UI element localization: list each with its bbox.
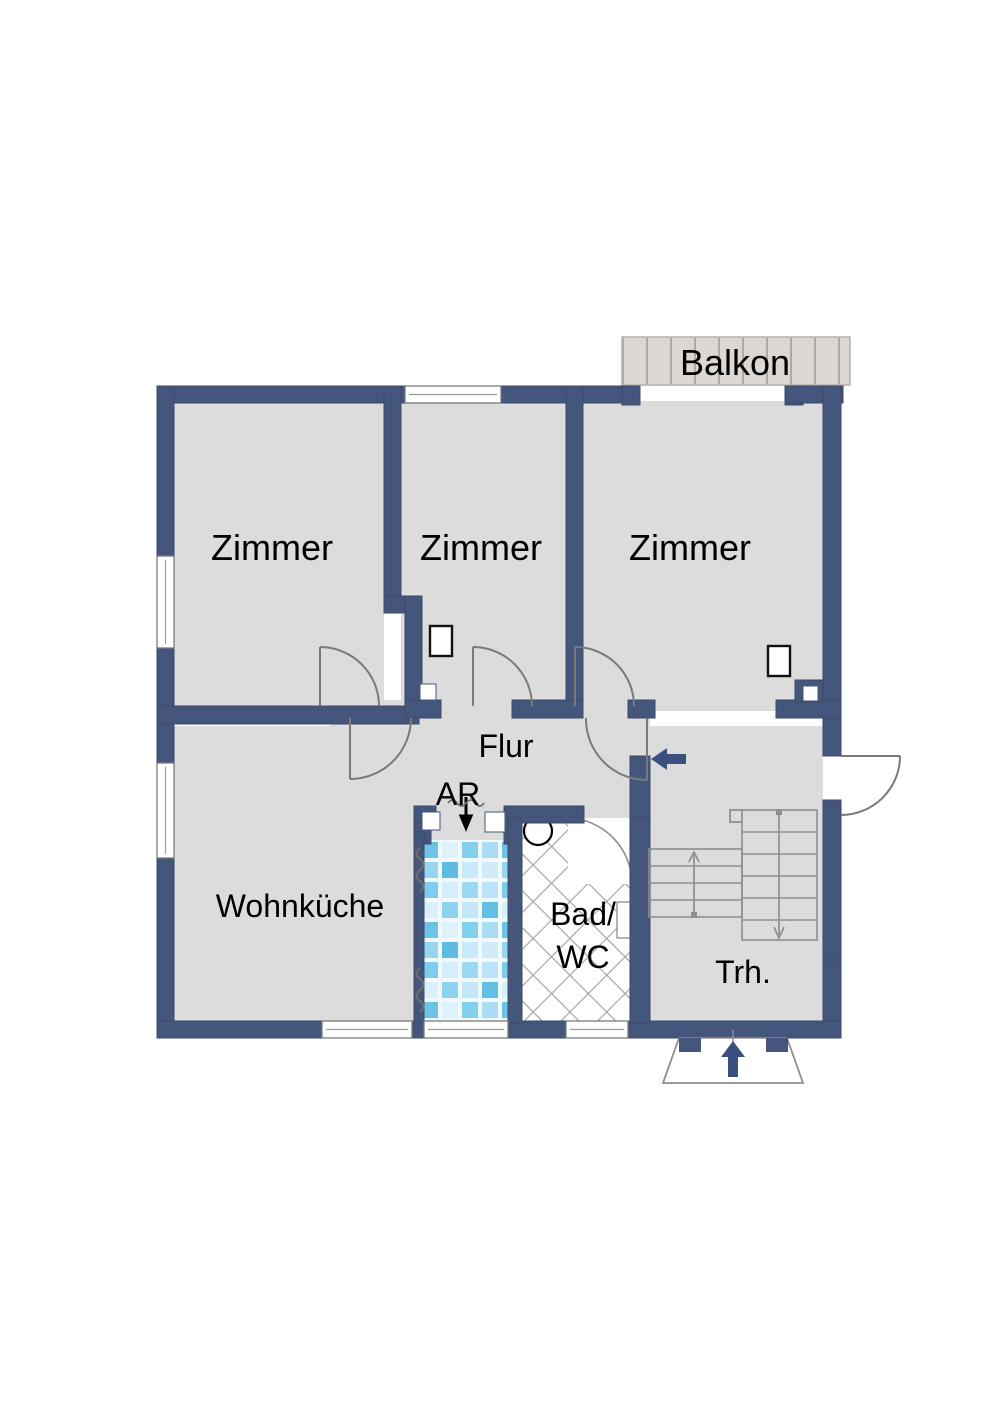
window-bottom-kitchen — [423, 1020, 509, 1039]
window-left-wohnkueche — [156, 762, 175, 859]
bathtub-area — [568, 818, 632, 884]
stairs-group — [648, 809, 818, 941]
room-label-zimmer-2: Zimmer — [420, 527, 542, 568]
wall-right-mid — [822, 799, 842, 961]
zimmer-2-fill — [401, 401, 566, 706]
jamb-fitting-zimmer3 — [802, 685, 819, 702]
ar-squiggle-icon — [447, 799, 485, 807]
balcony-group: Balkon — [621, 336, 851, 386]
room-label-bad-wc-line2: WC — [556, 939, 609, 975]
radiator-icon-zimmer3 — [766, 644, 792, 678]
balcony-slab — [621, 336, 851, 386]
wall-zimmer2-right-jog — [404, 595, 423, 712]
stair-up-arrow-icon — [688, 850, 700, 918]
wall-under-zimmer3-right — [775, 699, 842, 719]
door-arc-zimmer3 — [574, 646, 635, 707]
ar-direction-arrow-icon — [447, 797, 485, 832]
jamb-fitting-ar-left — [421, 811, 441, 831]
room-label-flur: Flur — [478, 728, 533, 764]
window-bottom-badwc — [565, 1020, 629, 1039]
wall-under-zimmer2-left — [404, 699, 442, 719]
window-bottom-wohnkueche — [321, 1020, 413, 1039]
wall-kitchen-tile-left — [413, 831, 425, 1023]
balcony-label: Balkon — [680, 342, 790, 383]
wall-under-zimmer3-left — [627, 699, 656, 719]
kitchen-connectors — [415, 847, 425, 1013]
entrance-reveal-left — [679, 1038, 701, 1052]
jamb-fitting-ar-right — [484, 811, 506, 833]
wall-top-mid — [500, 385, 623, 404]
window-top-zimmer2 — [404, 385, 502, 404]
entrance-direction-arrow-icon — [721, 1041, 745, 1077]
wall-left-lower — [156, 857, 175, 1039]
doors-group — [319, 646, 901, 816]
door-arc-zimmer2 — [472, 646, 533, 707]
stair-down-arrow-icon — [773, 809, 785, 941]
room-fills — [172, 401, 823, 1023]
door-jamb-fittings — [419, 683, 819, 833]
wall-left-upper — [156, 385, 175, 557]
kitchen-squiggle-bottom-icon — [415, 967, 425, 1013]
flur-direction-arrow-icon — [651, 748, 686, 770]
wall-balcony-left-reveal — [621, 385, 641, 406]
windows-group — [156, 385, 629, 1039]
jamb-fitting-zimmer2 — [419, 683, 437, 701]
tile-floor — [424, 840, 516, 1022]
window-left-zimmer1 — [156, 555, 175, 649]
door-arc-entry-right — [840, 755, 901, 816]
door-arc-wohnkueche — [349, 717, 412, 780]
room-label-bad-wc-line1: Bad/ — [550, 896, 616, 932]
entrance-group — [661, 1030, 805, 1084]
wall-bad-trh — [629, 805, 651, 1024]
wohnkueche-fill — [172, 726, 422, 1023]
room-label-ar: AR — [436, 776, 480, 812]
wall-kitchen-bad — [507, 817, 523, 1024]
room-labels: Zimmer Zimmer Zimmer Flur AR Wohnküche B… — [211, 527, 771, 990]
trh-fill — [650, 726, 823, 1023]
stair-newel — [729, 809, 742, 823]
radiator-icons — [428, 624, 792, 678]
door-arc-flur-right — [584, 717, 648, 781]
wall-zimmer1-zimmer2 — [383, 385, 402, 614]
wall-right-upper — [822, 385, 842, 712]
room-label-zimmer-1: Zimmer — [211, 527, 333, 568]
room-label-wohnkueche: Wohnküche — [216, 888, 384, 924]
room-label-trh: Trh. — [715, 954, 771, 990]
wall-top-left — [156, 385, 406, 404]
kitchen-tile-zone — [424, 840, 516, 1022]
kitchen-squiggle-top-icon — [415, 847, 425, 893]
wall-under-zimmer1 — [156, 705, 420, 725]
entrance-reveal-right — [766, 1038, 788, 1052]
wall-under-zimmer2-right — [511, 699, 584, 719]
walls-group — [156, 385, 844, 1039]
room-label-zimmer-3: Zimmer — [629, 527, 751, 568]
radiator-icon-zimmer2 — [428, 624, 454, 658]
door-arc-zimmer1 — [319, 646, 380, 707]
wall-trh-left-upper — [629, 755, 651, 819]
zimmer-1-fill — [172, 401, 384, 711]
